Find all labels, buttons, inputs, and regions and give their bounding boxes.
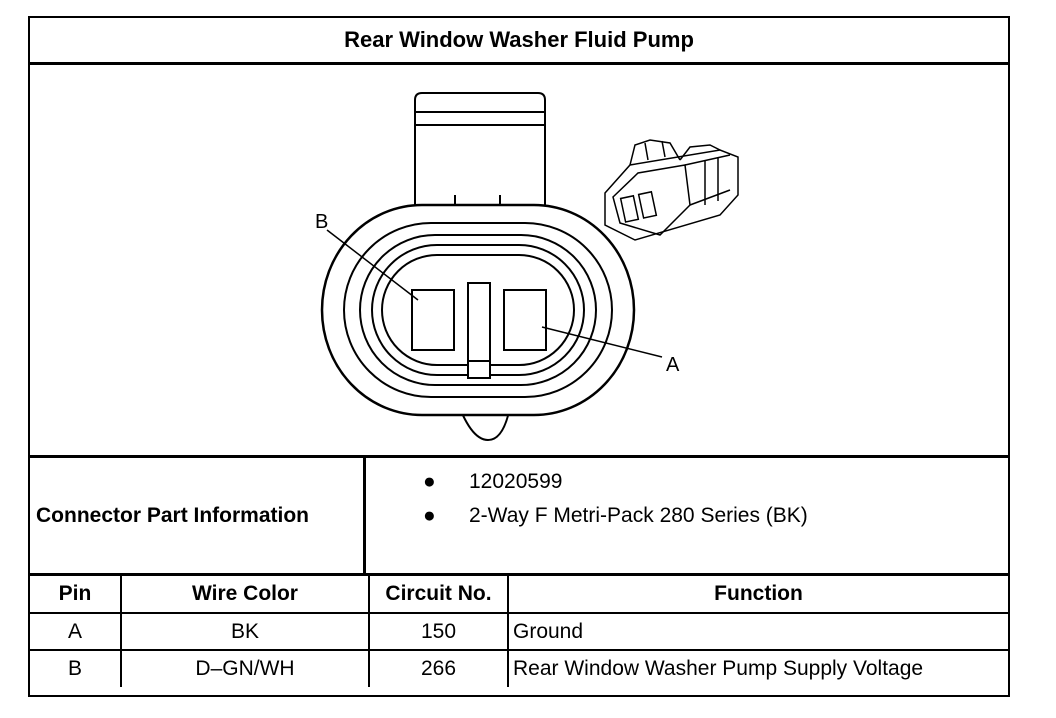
- diagram-title: Rear Window Washer Fluid Pump: [30, 18, 1008, 65]
- connector-part-info-label: Connector Part Information: [30, 458, 366, 573]
- cell-function: Rear Window Washer Pump Supply Voltage: [507, 649, 1008, 687]
- connector-description: 2-Way F Metri-Pack 280 Series (BK): [469, 504, 808, 527]
- cell-pin: B: [30, 649, 122, 687]
- cell-pin: A: [30, 612, 122, 651]
- table-row: A BK 150 Ground: [30, 612, 1008, 651]
- bullet-icon: ●: [423, 470, 436, 493]
- connector-part-info-list: ● 12020599 ● 2-Way F Metri-Pack 280 Seri…: [369, 458, 1008, 573]
- cell-wire-color: D–GN/WH: [120, 649, 370, 687]
- header-circuit-no: Circuit No.: [368, 576, 509, 614]
- pin-b-label: B: [315, 211, 328, 233]
- cell-function: Ground: [507, 612, 1008, 651]
- connector-illustration: B A: [30, 65, 1008, 458]
- pin-table: Pin Wire Color Circuit No. Function A BK…: [30, 576, 1008, 687]
- header-wire-color: Wire Color: [120, 576, 370, 614]
- table-row: B D–GN/WH 266 Rear Window Washer Pump Su…: [30, 649, 1008, 687]
- cell-circuit: 150: [368, 612, 509, 651]
- pin-a-label: A: [666, 354, 680, 376]
- header-function: Function: [507, 576, 1008, 614]
- table-header-row: Pin Wire Color Circuit No. Function: [30, 576, 1008, 614]
- connector-part-info: Connector Part Information ● 12020599 ● …: [30, 458, 1008, 576]
- header-pin: Pin: [30, 576, 122, 614]
- connector-face-drawing: B A: [315, 92, 739, 442]
- bullet-icon: ●: [423, 504, 436, 527]
- cell-circuit: 266: [368, 649, 509, 687]
- part-number: 12020599: [469, 470, 563, 493]
- cell-wire-color: BK: [120, 612, 370, 651]
- connector-card: Rear Window Washer Fluid Pump: [28, 16, 1010, 697]
